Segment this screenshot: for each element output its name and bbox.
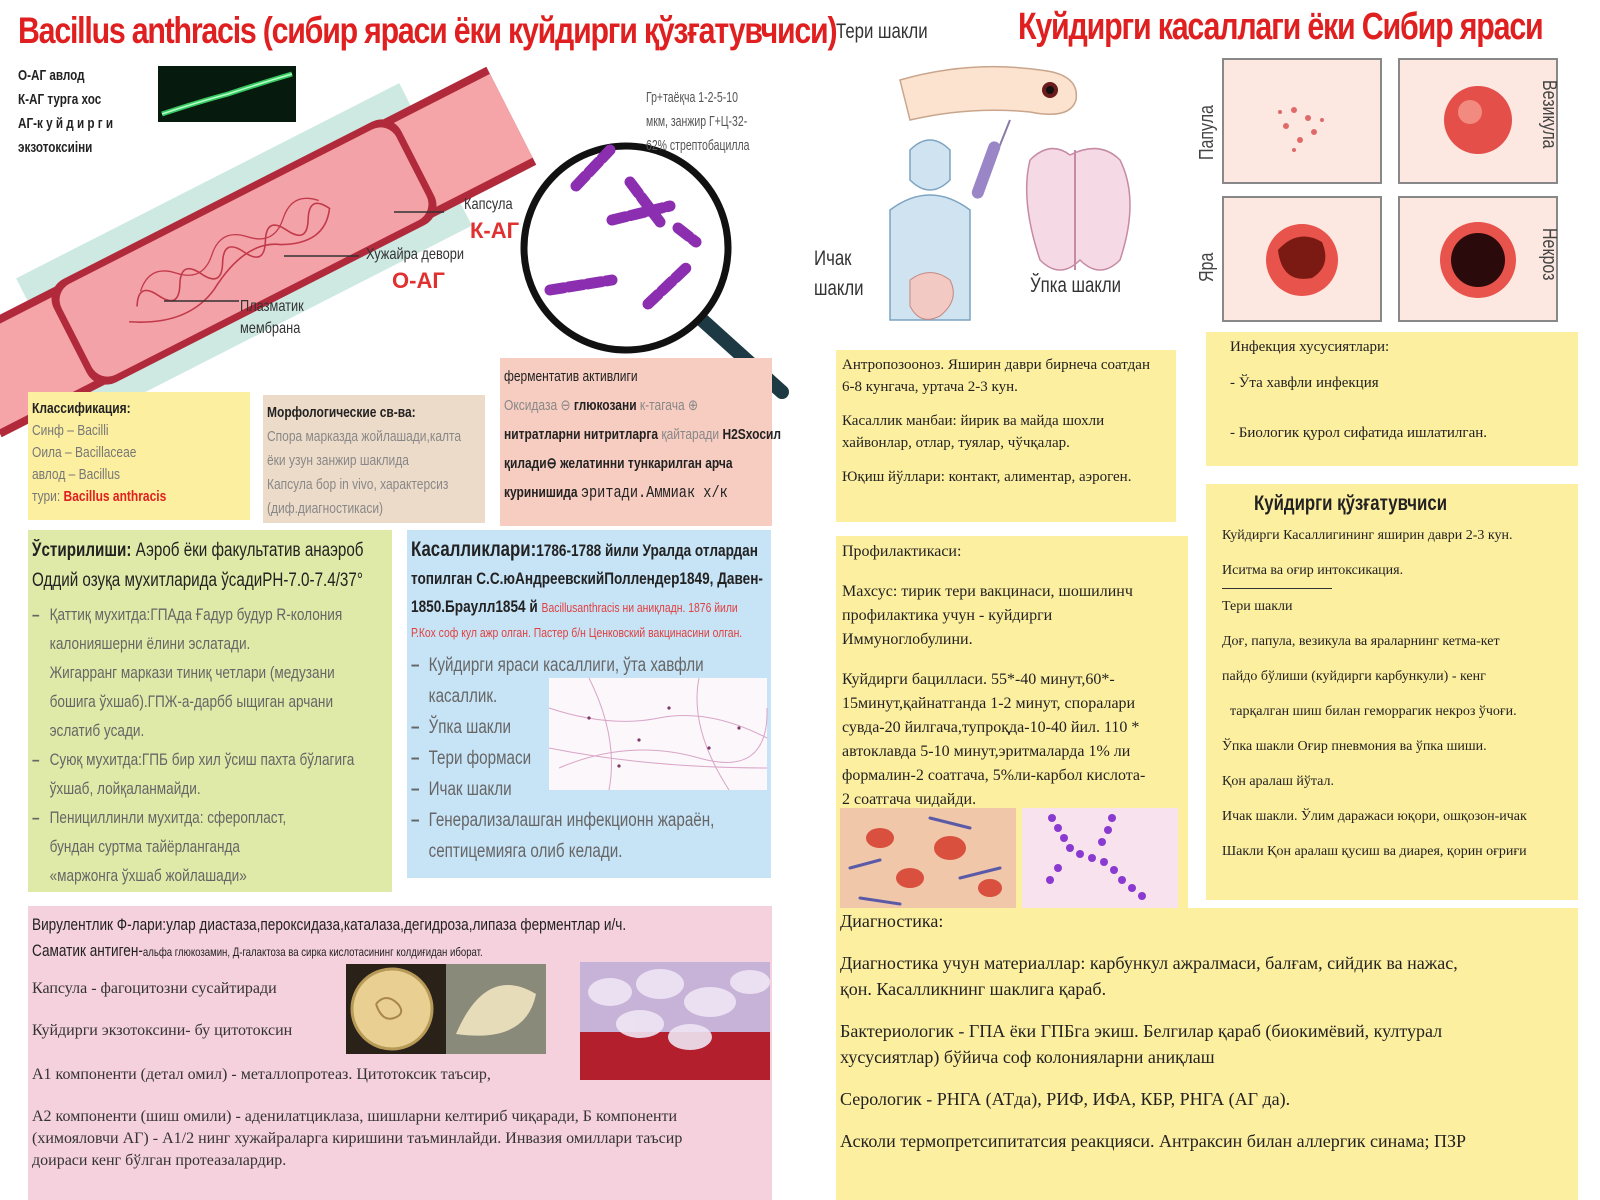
ulcer-stage bbox=[1222, 196, 1382, 322]
stage-label: Папула bbox=[1196, 105, 1218, 160]
morphology-box: Морфологические св-ва: Спора марказда жо… bbox=[263, 395, 485, 523]
note-line: О-АГ авлод bbox=[18, 67, 85, 84]
infection-features-box: Инфекция хусусиятлари: - Ўта хавфли инфе… bbox=[1206, 332, 1578, 466]
stage-label: Некроз bbox=[1538, 228, 1560, 281]
note-line: экзотоксиіни bbox=[18, 139, 93, 156]
morph-line: Спора марказда жойлашади,калта bbox=[267, 428, 462, 445]
exotoxin-line: Куйдирги экзотоксини- бу цитотоксин bbox=[32, 1022, 293, 1039]
virulence-box: Вирулентлик Ф-лари:улар диастаза,перокси… bbox=[28, 906, 772, 1200]
fermentative-box: ферментатив активлиги Оксидаза ⊖ глюкоза… bbox=[500, 358, 781, 526]
cultivation-item: Қаттиқ мухитда:ГПАда Ғадур будур R-колон… bbox=[32, 600, 342, 745]
gram-note: Гр+таёқча 1-2-5-10 мкм, занжир Г+Ц-32- 6… bbox=[646, 89, 750, 154]
diseases-heading: Касалликлари: bbox=[411, 538, 537, 561]
magnifier-illustration bbox=[520, 142, 789, 399]
intestinal-form-label: Ичак шакли bbox=[814, 247, 864, 300]
capsule-effect: Капсула - фагоцитозни сусайтиради bbox=[32, 980, 277, 997]
morph-line: ёки узун занжир шаклида bbox=[267, 452, 409, 469]
stage-label: Везикула bbox=[1538, 80, 1560, 149]
class-line: Оила – Bacillaceae bbox=[32, 444, 137, 461]
capsule-antigen: К-АГ bbox=[470, 218, 520, 243]
disease-item: Ичак шакли bbox=[411, 774, 696, 805]
blood-agar-photo bbox=[580, 962, 770, 1080]
diseases-box: Касалликлари:1786-1788 йили Уралда отлар… bbox=[407, 530, 771, 878]
bacillus-cell-diagram bbox=[0, 66, 537, 438]
cultivation-heading: Ўстирилиши: bbox=[32, 540, 132, 561]
right-title: Куйдирги касаллаги ёки Сибир яраси bbox=[1018, 6, 1544, 48]
morphology-heading: Морфологические св-ва: bbox=[267, 404, 416, 421]
chain-micrograph bbox=[1022, 808, 1178, 908]
virulence-factors: Вирулентлик Ф-лари:улар диастаза,перокси… bbox=[32, 915, 627, 934]
cultivation-box: Ўстирилиши: Аэроб ёки факультатив анаэро… bbox=[28, 530, 392, 892]
stage-label: Яра bbox=[1196, 252, 1218, 282]
vesicle-stage bbox=[1398, 58, 1558, 184]
diagnostics-heading: Диагностика: bbox=[840, 911, 944, 931]
class-line: Синф – Bacilli bbox=[32, 422, 109, 439]
prophylaxis-heading: Профилактикаси: bbox=[842, 543, 962, 560]
morph-line: Капсула бор in vivo, характерсиз bbox=[267, 476, 449, 493]
capsule-label: Капсула bbox=[464, 196, 513, 213]
papule-stage bbox=[1222, 58, 1382, 184]
diagnostics-item: Бактериологик - ГПА ёки ГПБга экиш. Белг… bbox=[840, 1021, 1443, 1067]
pathogen-box: Куйдирги қўзғатувчиси Куйдирги Касаллиги… bbox=[1206, 484, 1578, 900]
note-line: АГ-к у й д и р г и bbox=[18, 115, 114, 132]
disease-item: Тери формаси bbox=[411, 743, 696, 774]
disease-item: Ўпка шакли bbox=[411, 712, 696, 743]
class-line: авлод – Bacillus bbox=[32, 466, 121, 483]
cultivation-item: Суюқ мухитда:ГПБ бир хил ўсиш пахта бўла… bbox=[32, 745, 354, 803]
disease-item: Куйдирги яраси касаллиги, ўта хавфликаса… bbox=[411, 650, 704, 712]
fermentative-heading: ферментатив активлиги bbox=[504, 368, 638, 385]
diagnostics-box: Диагностика: Диагностика учун материалла… bbox=[836, 908, 1578, 1200]
lung-form-label: Ўпка шакли bbox=[1030, 274, 1122, 297]
pathogen-heading: Куйдирги қўзғатувчиси bbox=[1254, 492, 1448, 515]
note-line: К-АГ турга хос bbox=[18, 91, 102, 108]
colony-photo bbox=[346, 964, 546, 1054]
classification-box: Классификация: Синф – Bacilli Оила – Bac… bbox=[28, 392, 250, 520]
antigen-notes: О-АГ авлод К-АГ турга хос АГ-к у й д и р… bbox=[18, 64, 113, 160]
cultivation-item: Пенициллинли мухитда: сферопласт, бундан… bbox=[32, 803, 317, 890]
type-value: Bacillus anthracis bbox=[63, 488, 167, 505]
diagnostics-item: Диагностика учун материаллар: карбункул … bbox=[840, 953, 1458, 999]
tissue-micrograph bbox=[840, 808, 1016, 908]
epidemiology-box: Антропозооноз. Яширин даври бирнеча соат… bbox=[836, 350, 1176, 522]
clinical-forms-illustration bbox=[889, 65, 1131, 321]
skin-form-label: Тери шакли bbox=[836, 20, 928, 43]
cell-wall-antigen: О-АГ bbox=[392, 268, 445, 293]
necrosis-stage bbox=[1398, 196, 1558, 322]
infection-heading: Инфекция хусусиятлари: bbox=[1230, 339, 1390, 355]
a1-component: А1 компоненти (детал омил) - металлопрот… bbox=[32, 1066, 491, 1083]
a2-component: А2 компоненти (шиш омили) - аденилатцикл… bbox=[32, 1108, 683, 1169]
diagnostics-item: Серологик - РНГА (АТда), РИФ, ИФА, КБР, … bbox=[840, 1089, 1291, 1109]
morph-line: (диф.диагностикаси) bbox=[267, 500, 384, 517]
cell-wall-label: Хужайра девори bbox=[366, 246, 465, 263]
disease-item: Генерализалашган инфекционн жараён,септи… bbox=[411, 805, 714, 867]
left-title: Bacillus anthracis (сибир яраси ёки куйд… bbox=[18, 10, 838, 51]
fluorescence-micrograph bbox=[158, 66, 296, 122]
diagnostics-item: Асколи термопретсипитатсия реакцияси. Ан… bbox=[840, 1131, 1467, 1151]
classification-heading: Классификация: bbox=[32, 400, 131, 417]
membrane-label: Плазматик мембрана bbox=[240, 298, 304, 337]
type-label: тури: bbox=[32, 488, 61, 505]
